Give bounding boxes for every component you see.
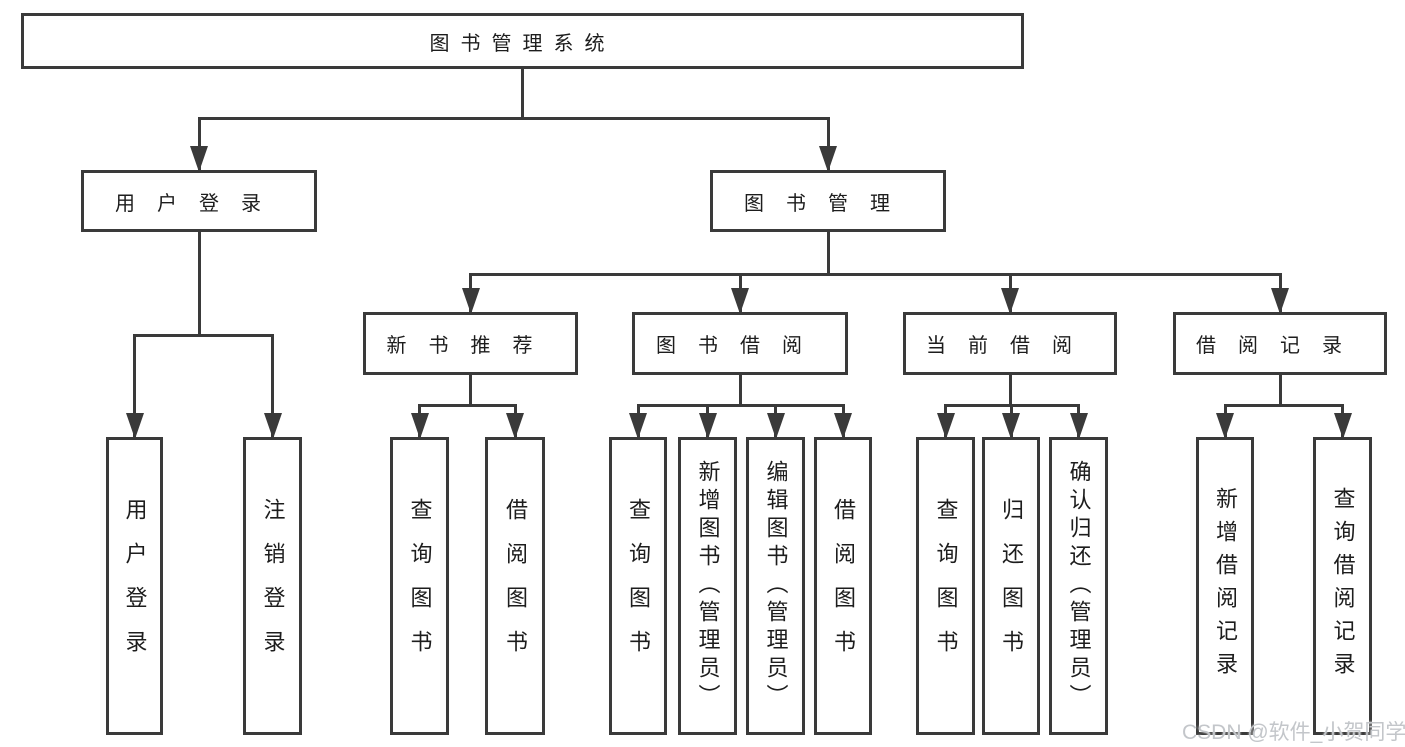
connector-drop-u1 xyxy=(133,335,136,437)
node-records: 借阅记录 xyxy=(1173,312,1387,375)
arrowhead-r1 xyxy=(1216,413,1234,439)
arrowhead-records xyxy=(1271,288,1289,314)
connector-stem-current xyxy=(1008,375,1012,405)
arrowhead-c3 xyxy=(1069,413,1088,439)
connector-bar-borrow xyxy=(636,403,845,407)
connector-bar-mgmt xyxy=(469,272,1282,276)
node-borrow: 图书借阅 xyxy=(632,312,848,375)
node-c3: 确认归还（管理员） xyxy=(1049,437,1108,735)
node-label-records: 借阅记录 xyxy=(1196,335,1364,357)
node-label-r1: 新增借阅记录 xyxy=(1213,487,1238,685)
arrowhead-b1 xyxy=(629,413,647,439)
connector-stem-newbook xyxy=(469,375,472,405)
node-label-b4: 借阅图书 xyxy=(831,498,856,674)
node-b2: 新增图书（管理员） xyxy=(678,437,737,735)
arrowhead-borrow xyxy=(731,288,749,314)
node-u2: 注销登录 xyxy=(243,437,302,735)
connector-drop-u2 xyxy=(271,335,274,437)
arrowhead-n1 xyxy=(410,413,429,439)
arrowhead-r2 xyxy=(1333,413,1352,439)
node-label-r2: 查询借阅记录 xyxy=(1330,487,1356,685)
node-label-b1: 查询图书 xyxy=(626,498,651,674)
connector-stem-records xyxy=(1278,375,1282,405)
node-r1: 新增借阅记录 xyxy=(1196,437,1254,735)
node-b4: 借阅图书 xyxy=(814,437,872,735)
node-label-n1: 查询图书 xyxy=(407,498,433,674)
connector-stem-login xyxy=(197,232,201,335)
node-label-n2: 借阅图书 xyxy=(503,498,528,674)
arrowhead-u2 xyxy=(263,413,282,439)
arrowhead-mgmt xyxy=(819,146,837,172)
arrowhead-b2 xyxy=(698,413,717,439)
node-label-u2: 注销登录 xyxy=(260,498,286,674)
arrowhead-newbook xyxy=(461,288,480,314)
node-n2: 借阅图书 xyxy=(485,437,545,735)
node-label-borrow: 图书借阅 xyxy=(656,335,824,357)
arrowhead-n2 xyxy=(506,413,524,439)
node-label-root: 图书管理系统 xyxy=(429,32,616,55)
node-label-b2: 新增图书（管理员） xyxy=(695,460,721,712)
node-label-b3: 编辑图书（管理员） xyxy=(763,460,789,712)
connector-drop-login xyxy=(197,118,201,170)
arrowhead-u1 xyxy=(125,413,144,439)
arrowhead-b3 xyxy=(766,413,785,439)
node-newbook: 新书推荐 xyxy=(363,312,578,375)
arrowhead-b4 xyxy=(834,413,852,439)
node-u1: 用户登录 xyxy=(106,437,163,735)
node-n1: 查询图书 xyxy=(390,437,449,735)
node-current: 当前借阅 xyxy=(903,312,1117,375)
node-label-c2: 归还图书 xyxy=(999,498,1024,674)
node-label-c1: 查询图书 xyxy=(933,498,959,674)
node-b1: 查询图书 xyxy=(609,437,667,735)
csdn-watermark: CSDN @软件_小贺同学 xyxy=(1182,721,1405,744)
node-login: 用户登录 xyxy=(81,170,317,232)
node-label-newbook: 新书推荐 xyxy=(386,335,555,357)
node-label-current: 当前借阅 xyxy=(926,335,1094,357)
node-r2: 查询借阅记录 xyxy=(1313,437,1372,735)
connector-stem-mgmt xyxy=(826,232,830,274)
connector-bar-records xyxy=(1223,403,1344,407)
connector-bar-root xyxy=(197,116,830,120)
arrowhead-c1 xyxy=(936,413,955,439)
node-label-u1: 用户登录 xyxy=(122,498,148,674)
node-c2: 归还图书 xyxy=(982,437,1040,735)
node-label-login: 用户登录 xyxy=(115,192,283,215)
node-label-c3: 确认归还（管理员） xyxy=(1066,460,1092,712)
connector-bar-newbook xyxy=(418,403,517,407)
node-root: 图书管理系统 xyxy=(21,13,1024,69)
arrowhead-current xyxy=(1001,288,1019,314)
arrowhead-login xyxy=(190,146,208,172)
node-mgmt: 图书管理 xyxy=(710,170,946,232)
node-b3: 编辑图书（管理员） xyxy=(746,437,805,735)
connector-bar-login xyxy=(133,333,274,337)
arrowhead-c2 xyxy=(1002,413,1020,439)
node-c1: 查询图书 xyxy=(916,437,975,735)
node-label-mgmt: 图书管理 xyxy=(744,192,912,215)
connector-stem-root xyxy=(521,69,524,118)
connector-drop-mgmt xyxy=(826,118,830,170)
connector-stem-borrow xyxy=(738,375,742,405)
